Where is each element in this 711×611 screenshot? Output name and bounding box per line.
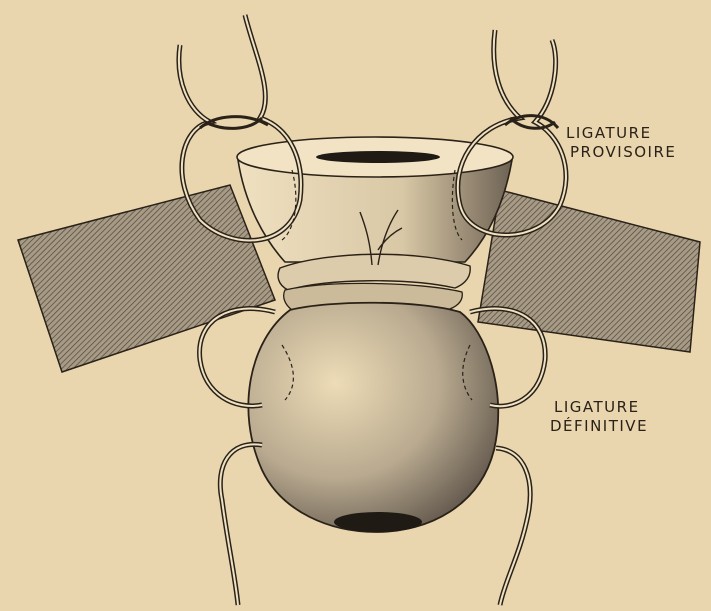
lower-opening (334, 512, 422, 532)
upper-opening (316, 151, 440, 163)
definitive-ligature-label: LIGATURE DÉFINITIVE (550, 398, 648, 436)
right-band (478, 190, 700, 352)
definitive-label-line2: DÉFINITIVE (550, 417, 648, 436)
provisional-label-line1: LIGATURE (566, 124, 676, 143)
definitive-label-line1: LIGATURE (554, 398, 648, 417)
provisional-label-line2: PROVISOIRE (570, 143, 676, 162)
left-band (18, 185, 275, 372)
provisional-ligature-label: LIGATURE PROVISOIRE (566, 124, 676, 162)
lower-bulb (248, 303, 498, 532)
